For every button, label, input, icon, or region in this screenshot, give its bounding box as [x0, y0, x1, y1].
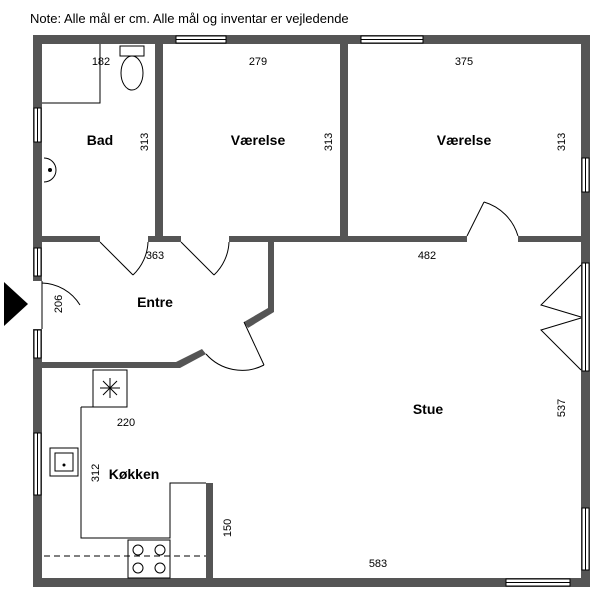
dim-vaerelse2-height: 313 [556, 133, 568, 151]
bath-fixtures [42, 44, 145, 183]
dim-kokken-column: 150 [222, 519, 234, 537]
entrance-arrow-icon [4, 282, 28, 326]
kitchen-fixtures [44, 369, 206, 579]
entrance-door-swing [41, 282, 81, 329]
stove-icon [127, 539, 171, 579]
dim-vaerelse2-width: 375 [455, 56, 473, 68]
dim-bad-width: 182 [92, 56, 110, 68]
kitchen-sink-icon [49, 447, 79, 477]
dim-entre-width: 363 [146, 250, 164, 262]
room-label-kokken: Køkken [109, 466, 160, 482]
dim-vaerelse1-height: 313 [323, 133, 335, 151]
room-label-vaerelse-1: Værelse [231, 132, 286, 148]
dim-bad-height: 313 [139, 133, 151, 151]
dim-vaerelse1-width: 279 [249, 56, 267, 68]
dim-stue-top: 482 [418, 250, 436, 262]
plan-note: Note: Alle mål er cm. Alle mål og invent… [30, 11, 349, 26]
bath-sink-icon [43, 157, 57, 183]
room-label-bad: Bad [87, 132, 113, 148]
dim-stue-bottom: 583 [369, 558, 387, 570]
room-label-vaerelse-2: Værelse [437, 132, 492, 148]
toilet-bowl-icon [120, 55, 144, 91]
stue-door-upper [540, 264, 582, 318]
interior-doors [99, 201, 582, 371]
room-label-stue: Stue [413, 401, 444, 417]
dim-stue-height: 537 [556, 399, 568, 417]
windows [33, 35, 590, 587]
interior-walls [42, 44, 581, 578]
stue-door-lower [540, 317, 582, 371]
shower-outline [42, 44, 101, 104]
kitchen-counter [80, 407, 206, 539]
room-label-entre: Entre [137, 294, 173, 310]
outer-walls [33, 35, 590, 587]
entrance-opening [32, 281, 43, 329]
dim-entre-height: 206 [53, 295, 65, 313]
dim-kokken-width: 220 [117, 417, 135, 429]
toilet-tank-icon [119, 45, 145, 57]
dim-kokken-height: 312 [90, 464, 102, 482]
